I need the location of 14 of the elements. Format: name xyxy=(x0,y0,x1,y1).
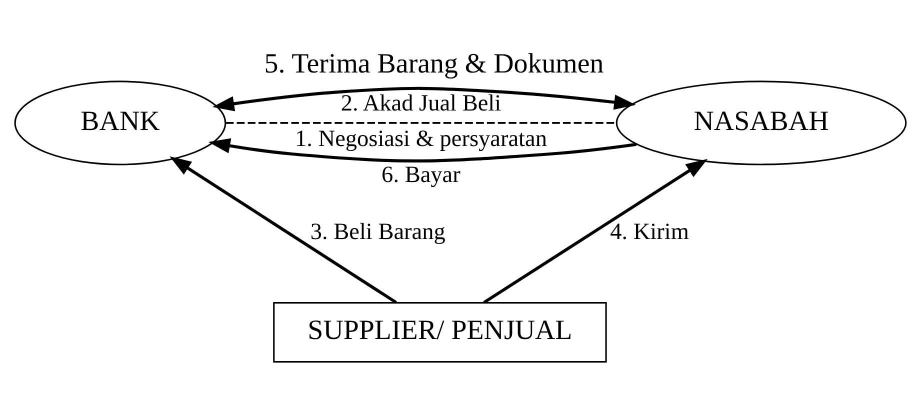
edge-label: 6. Bayar xyxy=(382,161,460,188)
edge-label: 2. Akad Jual Beli xyxy=(340,90,502,116)
edge-label: 4. Kirim xyxy=(610,218,689,245)
node-ellipse: NASABAH xyxy=(616,80,907,165)
edge-label: 3. Beli Barang xyxy=(310,218,446,245)
node-label: 5. Terima Barang & Dokumen xyxy=(264,48,604,80)
node-box: SUPPLIER/ PENJUAL xyxy=(273,302,607,362)
edge-label: 1. Negosiasi & persyaratan xyxy=(294,126,547,152)
arrow xyxy=(483,158,708,304)
arrow xyxy=(208,138,637,162)
connector xyxy=(226,122,616,124)
arrow xyxy=(212,86,636,111)
node-ellipse: BANK xyxy=(14,80,226,165)
arrow xyxy=(170,156,398,304)
